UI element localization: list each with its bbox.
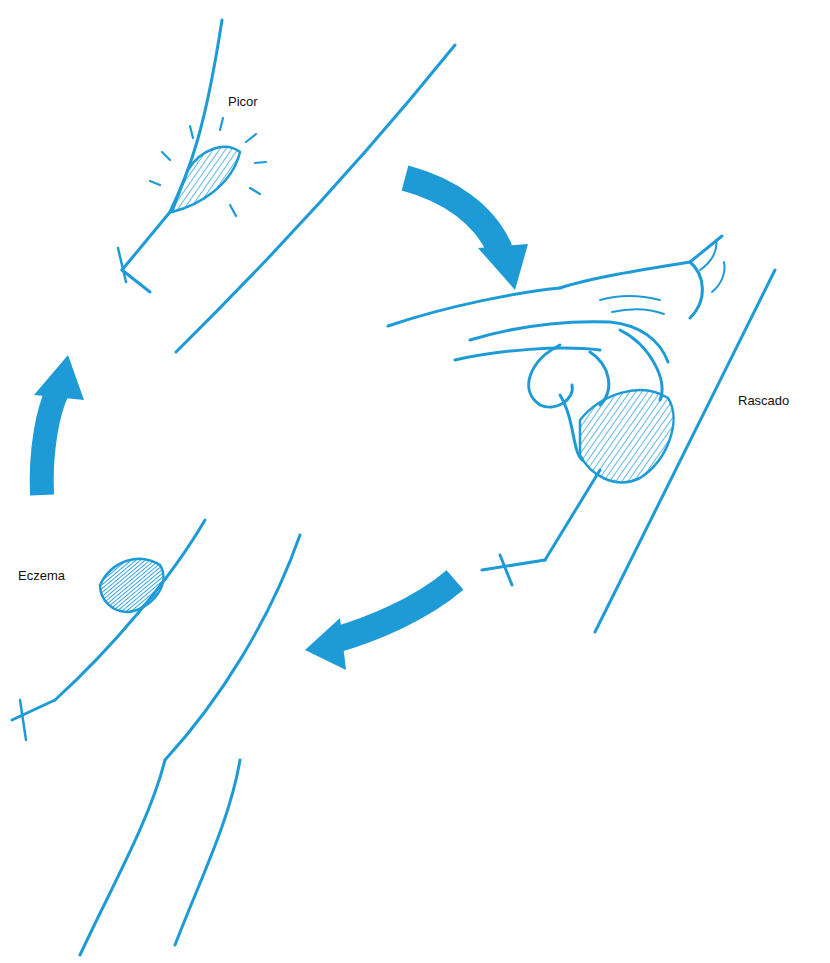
- stage-label: Eczema: [16, 567, 67, 585]
- cycle-arrows: [34, 178, 528, 670]
- stage-label: Picor: [226, 93, 260, 111]
- stage-label: Rascado: [736, 392, 791, 410]
- arm-eczema: [12, 520, 300, 955]
